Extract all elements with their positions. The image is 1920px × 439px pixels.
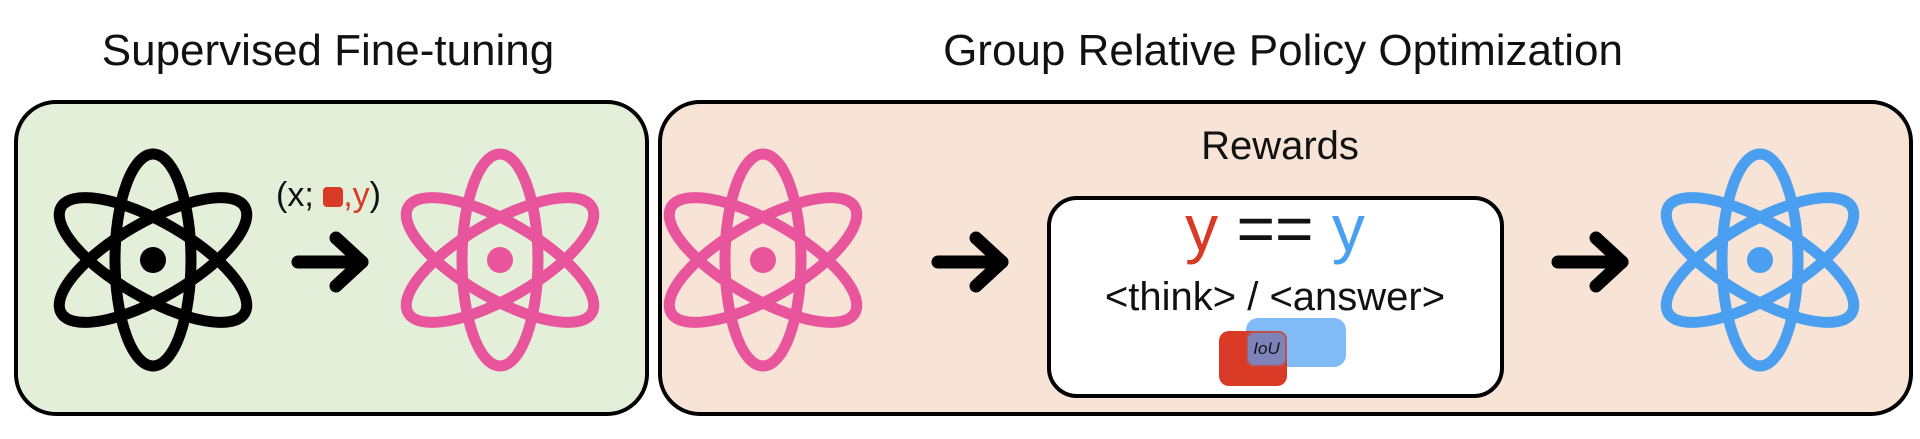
to-rewards-arrow-icon xyxy=(938,238,1002,286)
base-model-atom-icon xyxy=(42,154,264,366)
sft-arrow-icon xyxy=(298,238,362,286)
input-x: (x; xyxy=(276,176,324,214)
image-box-icon xyxy=(323,187,344,207)
from-rewards-arrow-icon xyxy=(1558,238,1622,286)
sft-model-atom-icon xyxy=(389,154,611,366)
equals-sign: == xyxy=(1218,191,1332,265)
accuracy-reward: y == y xyxy=(1185,190,1365,266)
iou-label: IoU xyxy=(1246,331,1287,367)
pred-y: y xyxy=(1185,191,1219,265)
sft-title: Supervised Fine-tuning xyxy=(101,26,555,75)
grpo-title: Group Relative Policy Optimization xyxy=(943,26,1623,75)
grpo-model-atom-icon xyxy=(1649,154,1871,366)
rewards-title: Rewards xyxy=(1201,124,1359,168)
format-reward: <think> / <answer> xyxy=(1104,275,1446,319)
gt-y: y xyxy=(1331,191,1365,265)
sft-input-label: (x; ,y) xyxy=(276,176,381,215)
label-y: ,y xyxy=(343,176,370,214)
policy-model-atom-icon xyxy=(652,154,874,366)
input-close: ) xyxy=(369,176,381,214)
